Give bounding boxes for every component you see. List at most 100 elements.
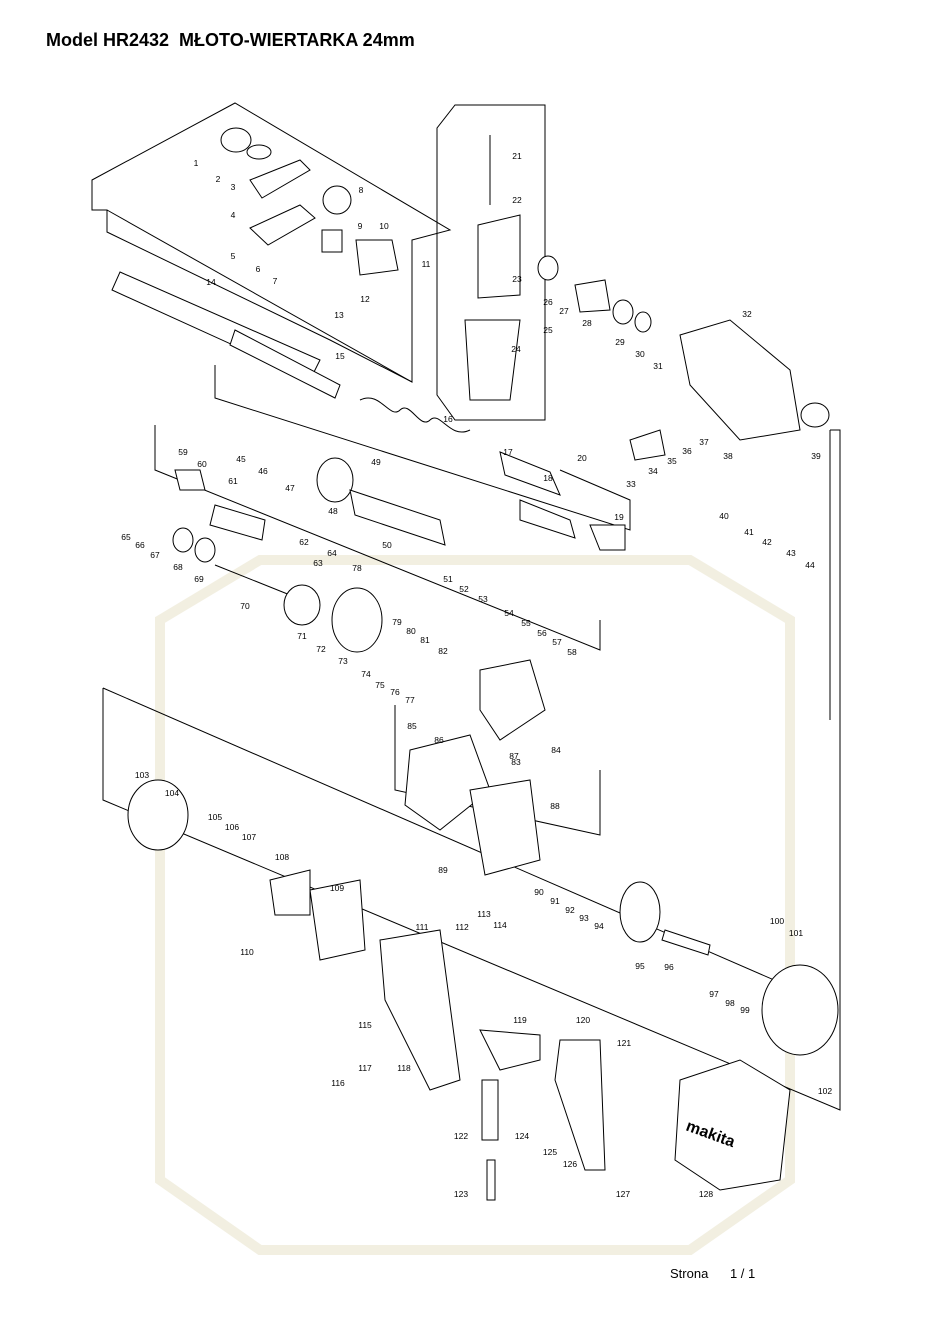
part-number-label: 128 [699, 1189, 713, 1199]
part-number-label: 4 [231, 210, 236, 220]
part-number-label: 100 [770, 916, 784, 926]
part-number-label: 5 [231, 251, 236, 261]
part-number-label: 54 [504, 608, 514, 618]
part-number-label: 105 [208, 812, 222, 822]
part-number-label: 60 [197, 459, 207, 469]
part-number-label: 41 [744, 527, 754, 537]
part-number-label: 107 [242, 832, 256, 842]
part-number-label: 66 [135, 540, 145, 550]
part-number-label: 27 [559, 306, 569, 316]
part-number-label: 69 [194, 574, 204, 584]
part-number-label: 53 [478, 594, 488, 604]
part-number-label: 45 [236, 454, 246, 464]
part-number-label: 113 [477, 909, 491, 919]
part-number-label: 86 [434, 735, 444, 745]
part-number-label: 37 [699, 437, 709, 447]
part-number-label: 61 [228, 476, 238, 486]
page-footer: Strona 1 / 1 [670, 1266, 755, 1281]
part-number-label: 73 [338, 656, 348, 666]
part-number-label: 62 [299, 537, 309, 547]
part-number-label: 19 [614, 512, 624, 522]
part-number-label: 16 [443, 414, 453, 424]
part-number-label: 28 [582, 318, 592, 328]
part-number-label: 67 [150, 550, 160, 560]
part-number-label: 94 [594, 921, 604, 931]
part-number-label: 35 [667, 456, 677, 466]
part-number-label: 98 [725, 998, 735, 1008]
part-number-label: 47 [285, 483, 295, 493]
part-number-label: 108 [275, 852, 289, 862]
part-number-label: 50 [382, 540, 392, 550]
part-number-label: 23 [512, 274, 522, 284]
part-number-label: 42 [762, 537, 772, 547]
part-number-label: 48 [328, 506, 338, 516]
part-number-label: 51 [443, 574, 453, 584]
part-number-label: 84 [551, 745, 561, 755]
watermark [155, 555, 795, 1255]
part-number-label: 125 [543, 1147, 557, 1157]
part-number-label: 122 [454, 1131, 468, 1141]
part-number-label: 63 [313, 558, 323, 568]
page-number: 1 / 1 [729, 1266, 756, 1281]
part-number-label: 112 [455, 922, 469, 932]
part-number-label: 123 [454, 1189, 468, 1199]
part-number-label: 36 [682, 446, 692, 456]
part-number-label: 55 [521, 618, 531, 628]
part-number-label: 13 [334, 310, 344, 320]
part-number-label: 120 [576, 1015, 590, 1025]
part-number-label: 111 [416, 922, 429, 932]
part-number-label: 12 [360, 294, 370, 304]
part-number-label: 43 [786, 548, 796, 558]
part-number-label: 114 [493, 920, 507, 930]
part-number-label: 72 [316, 644, 326, 654]
part-number-label: 110 [240, 947, 254, 957]
part-number-label: 80 [406, 626, 416, 636]
part-number-label: 79 [392, 617, 402, 627]
part-number-label: 117 [358, 1063, 372, 1073]
part-number-label: 26 [543, 297, 553, 307]
part-number-label: 90 [534, 887, 544, 897]
part-number-label: 89 [438, 865, 448, 875]
group-boundaries [91, 102, 841, 1111]
part-number-label: 44 [805, 560, 815, 570]
part-number-label: 29 [615, 337, 625, 347]
part-number-label: 102 [818, 1086, 832, 1096]
part-number-label: 76 [390, 687, 400, 697]
part-number-label: 38 [723, 451, 733, 461]
part-number-label: 9 [358, 221, 363, 231]
part-number-label: 14 [206, 277, 216, 287]
part-number-label: 3 [231, 182, 236, 192]
part-number-label: 96 [664, 962, 674, 972]
part-number-label: 78 [352, 563, 362, 573]
part-number-label: 77 [405, 695, 415, 705]
part-number-label: 97 [709, 989, 719, 999]
part-number-label: 126 [563, 1159, 577, 1169]
part-number-label: 34 [648, 466, 658, 476]
part-number-label: 31 [653, 361, 663, 371]
part-number-label: 70 [240, 601, 250, 611]
part-number-label: 83 [511, 757, 521, 767]
part-number-label: 103 [135, 770, 149, 780]
part-number-label: 92 [565, 905, 575, 915]
part-number-label: 58 [567, 647, 577, 657]
parts-shapes: makita [111, 127, 839, 1201]
part-number-label: 109 [330, 883, 344, 893]
part-number-label: 8 [359, 185, 364, 195]
part-number-label: 46 [258, 466, 268, 476]
part-number-label: 121 [617, 1038, 631, 1048]
part-number-label: 119 [513, 1015, 527, 1025]
part-number-label: 57 [552, 637, 562, 647]
page-title: Model HR2432 MŁOTO-WIERTARKA 24mm [46, 30, 415, 50]
part-number-label: 104 [165, 788, 179, 798]
part-number-label: 101 [789, 928, 803, 938]
part-number-label: 2 [216, 174, 221, 184]
part-number-label: 6 [256, 264, 261, 274]
part-number-label: 93 [579, 913, 589, 923]
part-number-label: 82 [438, 646, 448, 656]
part-number-label: 75 [375, 680, 385, 690]
part-number-label: 74 [361, 669, 371, 679]
part-number-label: 65 [121, 532, 131, 542]
part-number-label: 40 [719, 511, 729, 521]
part-number-label: 10 [379, 221, 389, 231]
